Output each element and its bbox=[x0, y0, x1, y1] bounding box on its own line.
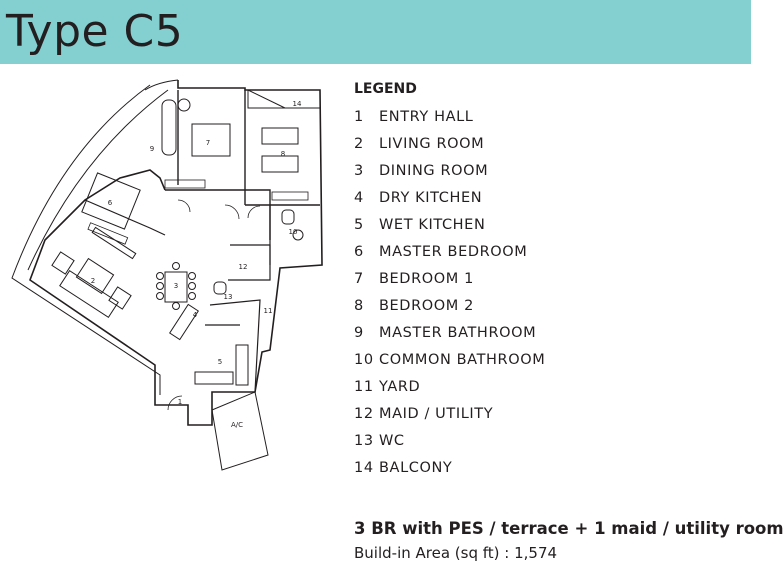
legend-label: WC bbox=[379, 433, 405, 449]
room-number-3: 3 bbox=[174, 282, 178, 290]
room-number-14: 14 bbox=[293, 100, 302, 108]
dry-kitchen-counter bbox=[169, 303, 199, 341]
wet-kitchen-counter bbox=[194, 371, 234, 385]
legend-label: ENTRY HALL bbox=[379, 109, 474, 125]
legend-item: 2 LIVING ROOM bbox=[354, 135, 545, 162]
legend-number: 4 bbox=[354, 190, 364, 206]
legend-number: 8 bbox=[354, 298, 364, 314]
room-number-5: 5 bbox=[218, 358, 222, 366]
legend-label: DINING ROOM bbox=[379, 163, 489, 179]
legend-label: DRY KITCHEN bbox=[379, 190, 483, 206]
legend-item: 8 BEDROOM 2 bbox=[354, 297, 545, 324]
room-number-2: 2 bbox=[91, 277, 95, 285]
legend-number: 11 bbox=[354, 379, 374, 395]
legend-number: 13 bbox=[354, 433, 374, 449]
legend-number: 7 bbox=[354, 271, 364, 287]
legend-label: COMMON BATHROOM bbox=[379, 352, 546, 368]
armchair-right bbox=[108, 286, 132, 310]
basin-common bbox=[292, 229, 304, 241]
legend-label: BEDROOM 2 bbox=[379, 298, 474, 314]
legend-item: 9 MASTER BATHROOM bbox=[354, 324, 545, 351]
room-number-9: 9 bbox=[150, 145, 154, 153]
legend-item: 10 COMMON BATHROOM bbox=[354, 351, 545, 378]
room-number-13: 13 bbox=[224, 293, 233, 301]
balcony-diagonal bbox=[247, 89, 286, 109]
legend-number: 14 bbox=[354, 460, 374, 476]
room-number-6: 6 bbox=[108, 199, 113, 207]
room-number-10: 10 bbox=[289, 228, 298, 236]
bed-bedroom2-a bbox=[261, 127, 299, 145]
wall-master-bed bbox=[84, 199, 166, 236]
bed-bedroom1 bbox=[191, 123, 231, 157]
legend-label: BALCONY bbox=[379, 460, 453, 476]
legend-number: 3 bbox=[354, 163, 364, 179]
wall-maid bbox=[228, 244, 271, 281]
floor-plan-drawing: 1 2 3 4 5 6 7 8 9 10 11 12 13 14 A/C bbox=[11, 79, 323, 471]
unit-summary: 3 BR with PES / terrace + 1 maid / utili… bbox=[354, 518, 784, 564]
wardrobes bbox=[87, 179, 309, 245]
wall-kitchen bbox=[209, 299, 261, 393]
legend-item: 14 BALCONY bbox=[354, 459, 545, 486]
legend-item: 4 DRY KITCHEN bbox=[354, 189, 545, 216]
floor-plan: 1 2 3 4 5 6 7 8 9 10 11 12 13 14 A/C bbox=[0, 64, 340, 504]
legend-label: MASTER BATHROOM bbox=[379, 325, 537, 341]
legend-item: 6 MASTER BEDROOM bbox=[354, 243, 545, 270]
page-title: Type C5 bbox=[6, 6, 184, 57]
unit-type: 3 BR with PES / terrace + 1 maid / utili… bbox=[354, 519, 784, 538]
tv-console bbox=[91, 226, 137, 260]
legend-label: MASTER BEDROOM bbox=[379, 244, 528, 260]
legend-heading: LEGEND bbox=[354, 81, 417, 97]
legend-item: 7 BEDROOM 1 bbox=[354, 270, 545, 297]
legend-item: 3 DINING ROOM bbox=[354, 162, 545, 189]
legend-number: 1 bbox=[354, 109, 364, 125]
wall-corridor bbox=[165, 189, 271, 240]
terrace-arc bbox=[144, 79, 179, 91]
armchair-left bbox=[51, 251, 75, 275]
wc-common bbox=[281, 209, 295, 225]
balcony-outline bbox=[247, 89, 321, 109]
legend-label: WET KITCHEN bbox=[379, 217, 486, 233]
ac-ledge-outline bbox=[211, 391, 269, 471]
room-number-1: 1 bbox=[178, 398, 182, 406]
coffee-table bbox=[75, 257, 115, 295]
room-number-12: 12 bbox=[239, 263, 248, 271]
legend-number: 2 bbox=[354, 136, 364, 152]
room-number-11: 11 bbox=[264, 307, 273, 315]
legend: LEGEND 1 ENTRY HALL 2 LIVING ROOM 3 DINING … bbox=[354, 80, 545, 486]
room-number-7: 7 bbox=[206, 139, 210, 147]
legend-label: LIVING ROOM bbox=[379, 136, 485, 152]
terrace-outline bbox=[11, 84, 161, 395]
legend-item: 5 WET KITCHEN bbox=[354, 216, 545, 243]
wc-maid bbox=[213, 281, 227, 295]
legend-item: 11 YARD bbox=[354, 378, 545, 405]
sofa bbox=[59, 269, 119, 319]
room-number-4: 4 bbox=[193, 311, 198, 319]
legend-label: BEDROOM 1 bbox=[379, 271, 474, 287]
legend-item: 1 ENTRY HALL bbox=[354, 108, 545, 135]
legend-number: 6 bbox=[354, 244, 364, 260]
legend-label: YARD bbox=[379, 379, 421, 395]
legend-label: MAID / UTILITY bbox=[379, 406, 494, 422]
bed-master bbox=[81, 172, 141, 230]
legend-item: 13 WC bbox=[354, 432, 545, 459]
legend-number: 12 bbox=[354, 406, 374, 422]
legend-number: 10 bbox=[354, 352, 374, 368]
wet-kitchen-counter-side bbox=[235, 344, 249, 386]
room-number-8: 8 bbox=[281, 150, 285, 158]
bed-bedroom2-b bbox=[261, 155, 299, 173]
legend-number: 9 bbox=[354, 325, 364, 341]
build-in-area: Build-in Area (sq ft) : 1,574 bbox=[354, 544, 558, 562]
terrace-inner-curve bbox=[27, 89, 169, 271]
legend-item: 12 MAID / UTILITY bbox=[354, 405, 545, 432]
door-swings bbox=[167, 199, 261, 411]
basin-master bbox=[177, 98, 191, 112]
ac-ledge-label: A/C bbox=[231, 421, 243, 429]
dining-chairs bbox=[156, 262, 196, 310]
legend-number: 5 bbox=[354, 217, 364, 233]
bathtub bbox=[161, 99, 177, 156]
header-bar bbox=[0, 0, 751, 64]
